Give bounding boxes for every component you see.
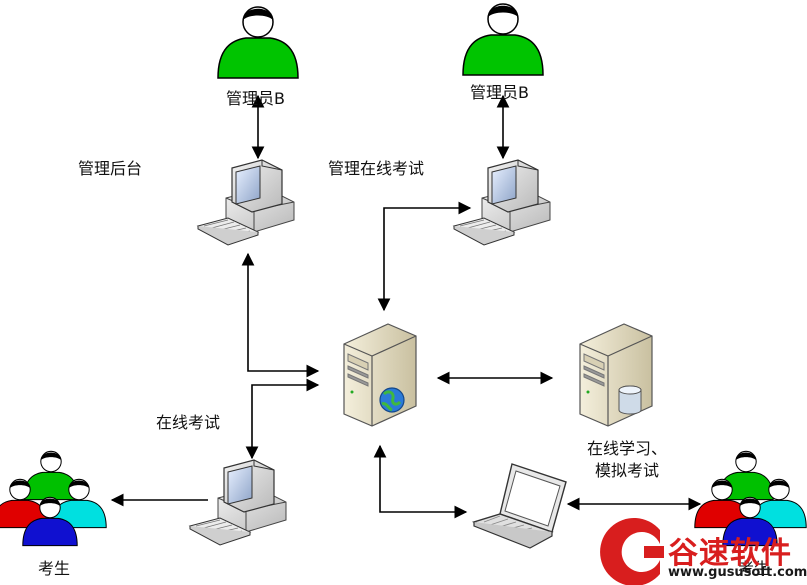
laptop-icon — [471, 463, 567, 549]
admin-right-label: 管理员B — [470, 83, 529, 102]
exam-computer-icon — [189, 459, 287, 546]
examinee-left-label: 考生 — [38, 559, 71, 578]
web-server-icon — [343, 323, 417, 427]
admin-left-icon — [217, 6, 299, 79]
link-backend-server — [241, 252, 320, 378]
manage-exam-label: 管理在线考试 — [328, 159, 425, 178]
link-manage-server — [377, 201, 472, 312]
study-label-line1: 在线学习、 — [586, 439, 667, 458]
connection-lines — [110, 94, 702, 519]
watermark-url: www.gususoft.com — [668, 565, 807, 580]
study-label-line2: 模拟考试 — [594, 461, 659, 481]
backend-label: 管理后台 — [78, 159, 143, 178]
manage-computer-icon — [453, 159, 551, 246]
examinee-right-label: 考生 — [738, 559, 771, 578]
database-server-icon — [579, 323, 653, 427]
watermark-logo-icon — [600, 518, 664, 585]
examinees-left-icon — [0, 450, 107, 547]
online-exam-label: 在线考试 — [156, 413, 221, 432]
link-server-exam — [245, 378, 320, 460]
backend-computer-icon — [197, 159, 295, 246]
study-exam-label: 在线学习、 模拟考试 — [572, 438, 682, 483]
link-server-laptop — [373, 444, 468, 519]
admin-right-icon — [462, 3, 544, 76]
admin-left-label: 管理员B — [226, 89, 285, 108]
watermark-brand: 谷速软件 — [668, 536, 792, 571]
